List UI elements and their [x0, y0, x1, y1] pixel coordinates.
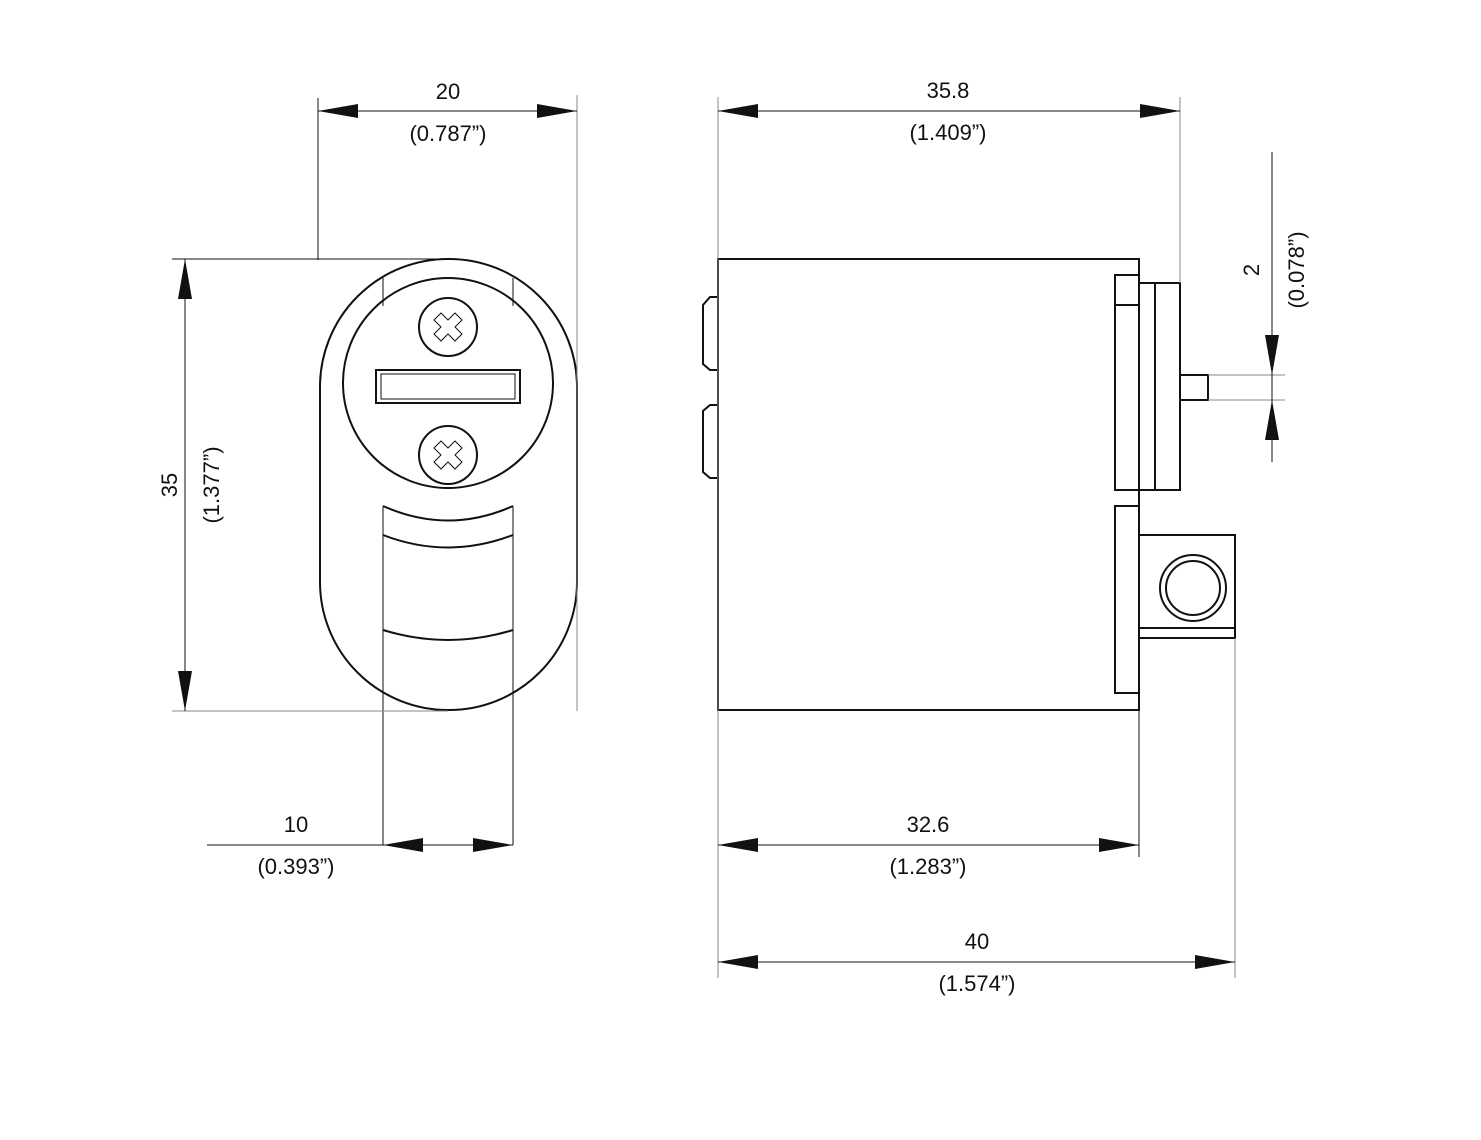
cam-body [382, 505, 514, 845]
flange [1154, 282, 1181, 491]
dim-label: 2 [1239, 264, 1264, 276]
dim-label: 20 [436, 79, 460, 104]
cylinder-body [717, 258, 1140, 711]
face-plate [342, 277, 554, 489]
dim-pin: 2 (0.078”) [1208, 152, 1309, 462]
dim-label: 35 [157, 473, 182, 497]
dim-cam-width: 10 (0.393”) [207, 812, 513, 879]
dim-label: 32.6 [907, 812, 950, 837]
back-plate [1114, 274, 1140, 491]
front-view [319, 258, 578, 845]
dim-overall-length: 35.8 (1.409”) [717, 78, 1181, 978]
dim-label: 40 [965, 929, 989, 954]
dim-label-inch: (0.078”) [1284, 231, 1309, 308]
dim-label-inch: (1.283”) [889, 854, 966, 879]
dim-label-inch: (0.787”) [409, 121, 486, 146]
spindle-pin [1179, 374, 1209, 401]
screw-bottom-icon [418, 425, 478, 485]
dim-front-width: 20 (0.787”) [317, 79, 578, 711]
dim-label: 10 [284, 812, 308, 837]
key-slot [375, 369, 521, 404]
dim-total-length: 40 (1.574”) [718, 638, 1236, 996]
dim-label-inch: (1.574”) [938, 971, 1015, 996]
dim-front-height: 35 (1.377”) [157, 258, 448, 712]
dim-body-length: 32.6 (1.283”) [718, 710, 1140, 879]
dim-label-inch: (0.393”) [257, 854, 334, 879]
dim-label: 35.8 [927, 78, 970, 103]
screw-top-icon [418, 297, 478, 357]
side-view [702, 258, 1236, 711]
cam-hole [1159, 554, 1227, 622]
dim-label-inch: (1.409”) [909, 120, 986, 145]
bump-top [702, 296, 718, 371]
bump-bottom [702, 404, 718, 479]
dim-label-inch: (1.377”) [199, 446, 224, 523]
